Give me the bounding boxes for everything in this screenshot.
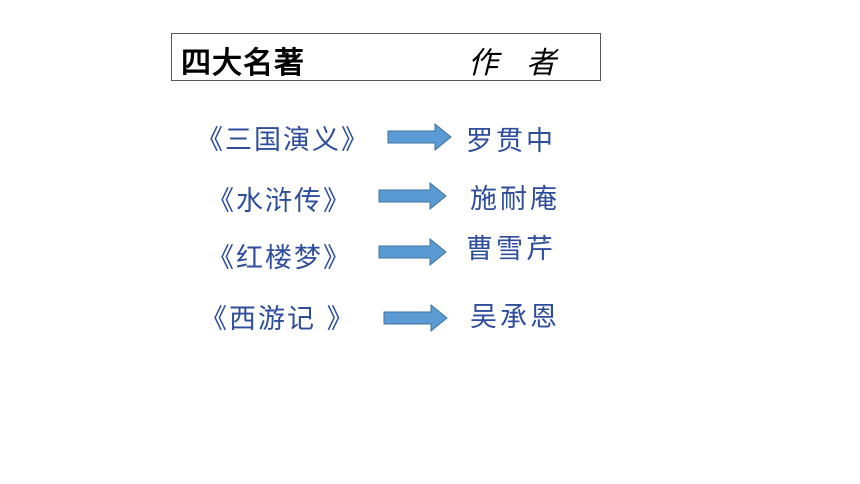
right-arrow-icon (383, 304, 448, 332)
author-name-1: 罗贯中 (466, 126, 556, 157)
book-title-4: 《西游记 》 (200, 304, 356, 335)
header-title: 四大名著 (181, 46, 305, 81)
book-title-3: 《红楼梦》 (207, 243, 352, 274)
book-row-1: 《三国演义》 罗贯中 (0, 115, 860, 157)
header-box: 四大名著 作者 (171, 33, 601, 81)
book-row-2: 《水浒传》 施耐庵 (0, 176, 860, 217)
book-row-4: 《西游记 》 吴承恩 (0, 294, 860, 335)
book-title-1: 《三国演义》 (196, 125, 370, 156)
author-name-2: 施耐庵 (470, 184, 560, 215)
book-title-2: 《水浒传》 (207, 186, 352, 217)
author-name-4: 吴承恩 (470, 302, 560, 333)
header-author-label: 作者 (468, 46, 584, 81)
right-arrow-icon (378, 238, 447, 266)
author-name-3: 曹雪芹 (466, 234, 556, 265)
right-arrow-icon (378, 182, 447, 210)
book-row-3: 《红楼梦》 曹雪芹 (0, 233, 860, 274)
right-arrow-icon (387, 123, 452, 151)
